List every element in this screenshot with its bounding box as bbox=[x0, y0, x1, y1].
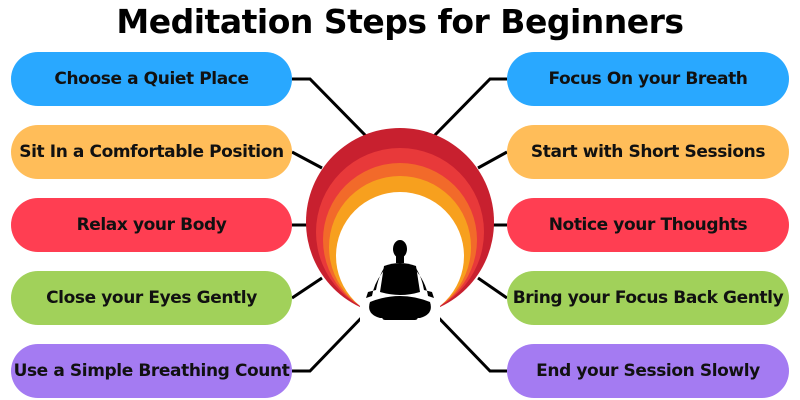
step-short-sessions: Start with Short Sessions bbox=[507, 125, 789, 179]
step-choose-quiet-place: Choose a Quiet Place bbox=[11, 52, 292, 106]
step-notice-thoughts: Notice your Thoughts bbox=[507, 198, 789, 252]
page-title: Meditation Steps for Beginners bbox=[116, 2, 684, 41]
step-focus-back: Bring your Focus Back Gently bbox=[507, 271, 789, 325]
step-close-eyes: Close your Eyes Gently bbox=[11, 271, 292, 325]
step-focus-breath: Focus On your Breath bbox=[507, 52, 789, 106]
step-end-session: End your Session Slowly bbox=[507, 344, 789, 398]
connector-lines bbox=[291, 77, 508, 373]
step-sit-comfortable: Sit In a Comfortable Position bbox=[11, 125, 292, 179]
step-breathing-count: Use a Simple Breathing Count bbox=[11, 344, 292, 398]
meditating-person-icon bbox=[366, 240, 434, 320]
step-relax-body: Relax your Body bbox=[11, 198, 292, 252]
